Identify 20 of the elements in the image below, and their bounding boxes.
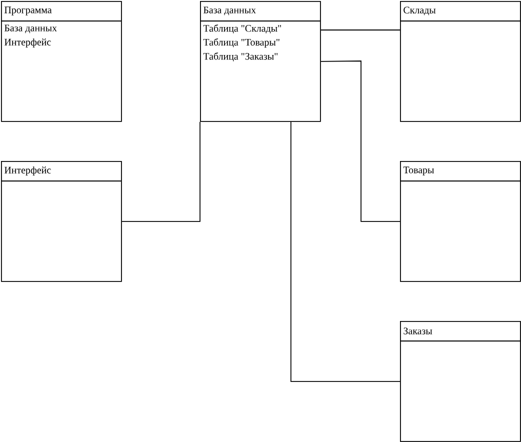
class-name: Интерфейс — [4, 166, 51, 176]
class-name: Товары — [403, 166, 434, 176]
class-box — [400, 1, 521, 122]
connector-line — [290, 121, 400, 382]
class-box — [400, 161, 521, 282]
class-box — [0, 1, 122, 122]
class-box — [400, 321, 521, 442]
attribute-text: База данных — [4, 24, 57, 34]
class-box — [0, 161, 122, 282]
class-name: Заказы — [404, 328, 432, 334]
class-box — [200, 1, 321, 122]
attribute-text: Таблица "Склады" — [203, 24, 281, 34]
attribute-text: Таблица "Заказы" — [203, 52, 278, 62]
attribute-text: Интерфейс — [4, 38, 51, 48]
connector-line — [320, 60, 400, 222]
class-name: Склады — [404, 6, 436, 16]
attribute-text: Таблица "Товары" — [203, 38, 280, 48]
class-name: Программа — [4, 6, 52, 16]
connector-line — [121, 121, 200, 222]
class-name: База данных — [203, 6, 256, 16]
